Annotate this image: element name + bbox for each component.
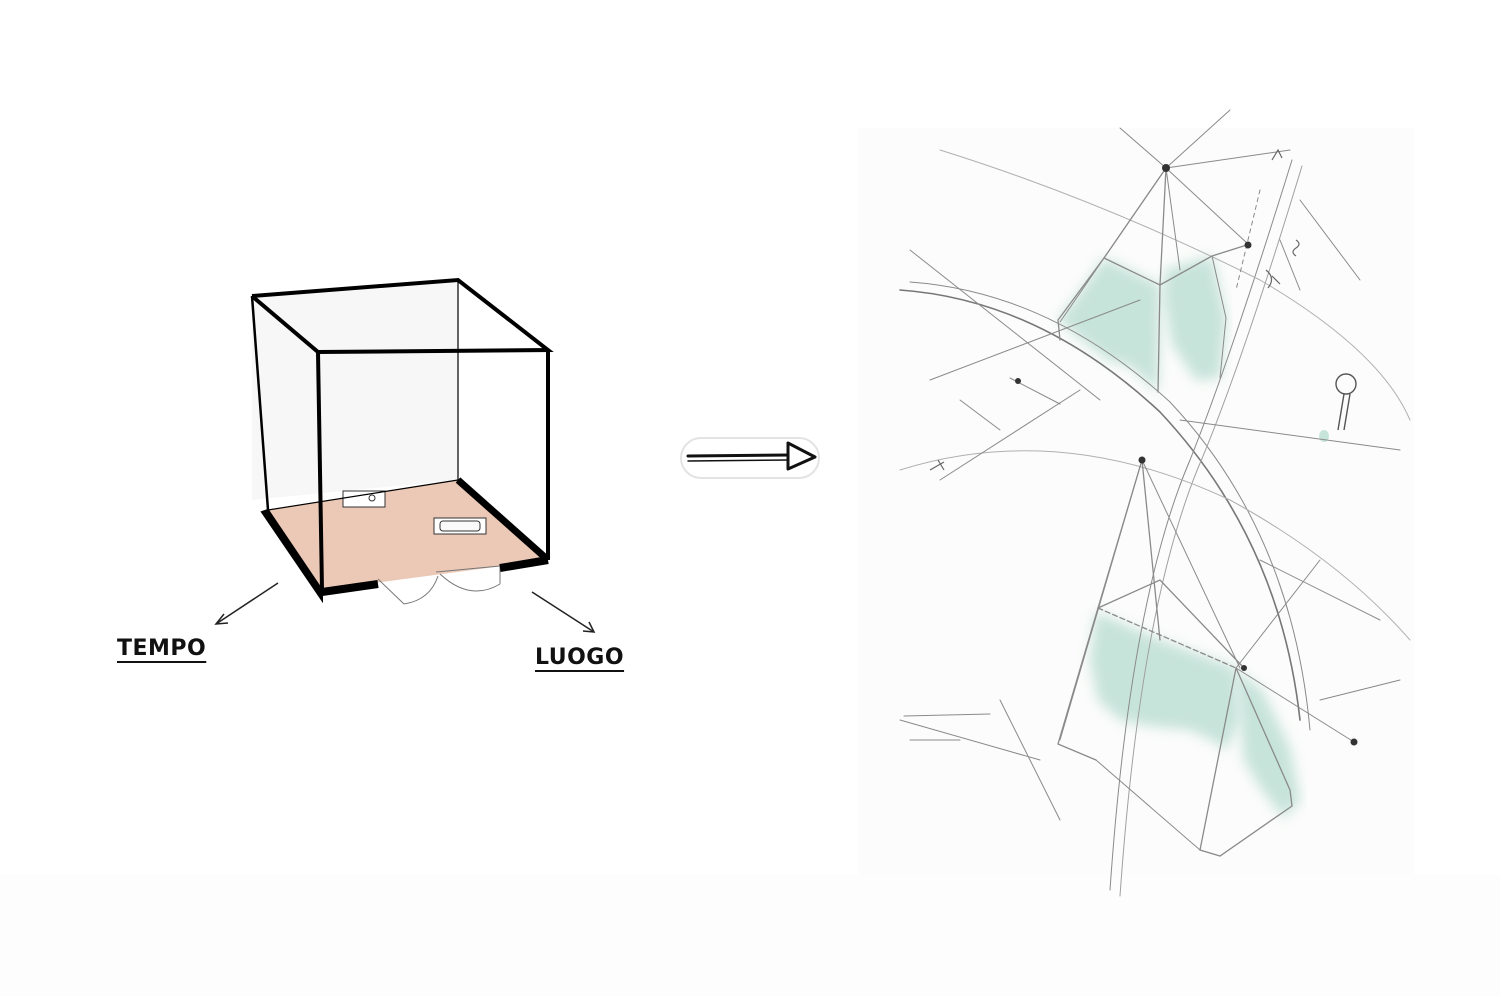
bottom-margin	[0, 874, 1500, 996]
arrow-right-icon	[680, 437, 820, 479]
floor-fixtures	[342, 490, 487, 535]
cube-back-face	[252, 280, 458, 500]
cube-edges	[250, 277, 554, 604]
pencil-lines	[899, 109, 1411, 897]
watercolor-sketch	[858, 109, 1414, 897]
label-arrows	[214, 582, 596, 633]
sketch-key-mark	[1335, 373, 1357, 431]
cube-diagram	[214, 277, 596, 633]
fixture-sink	[342, 490, 386, 508]
sketch-paper	[858, 128, 1414, 874]
watercolor-wash	[1058, 256, 1329, 818]
sketch-nodes	[1015, 164, 1358, 746]
cube-floor	[268, 480, 548, 590]
label-tempo: TEMPO	[117, 636, 207, 661]
label-luogo: LUOGO	[535, 645, 625, 670]
sketch-scribbles	[929, 148, 1300, 471]
door-swing	[377, 565, 501, 605]
